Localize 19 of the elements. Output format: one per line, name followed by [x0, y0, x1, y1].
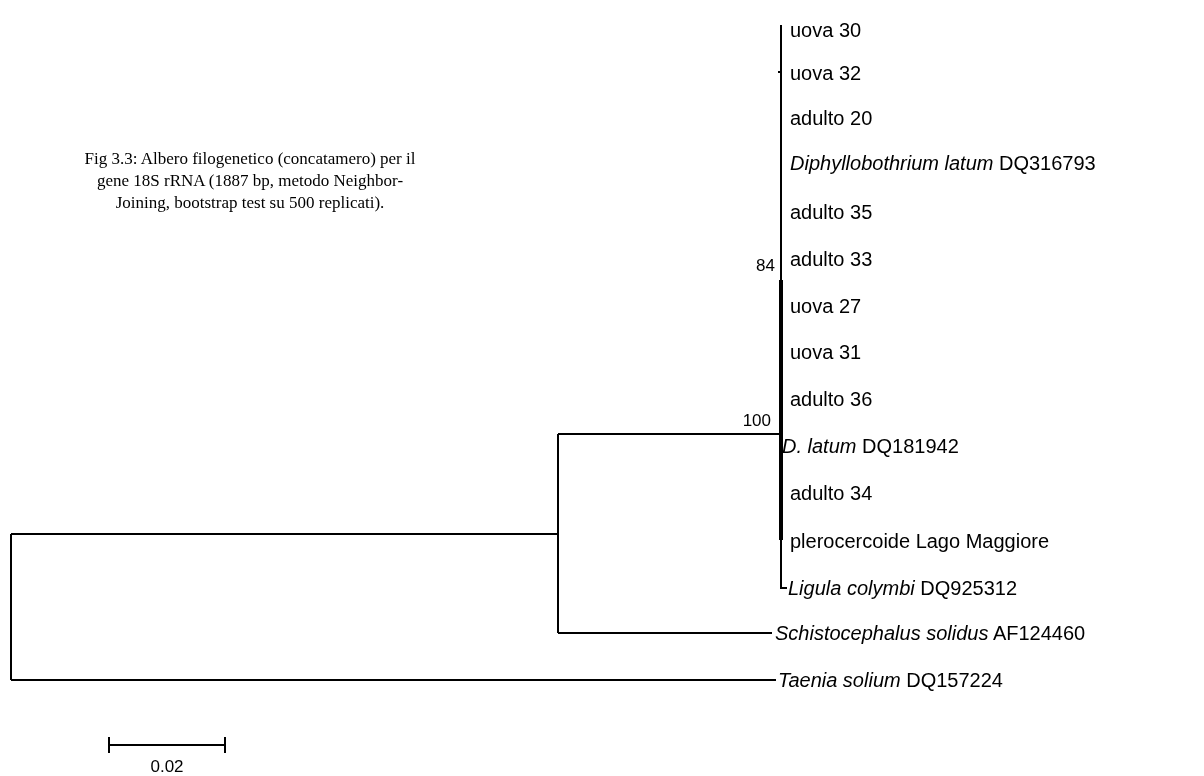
taxon-label: adulto 34 [790, 483, 873, 503]
taxon-label: uova 32 [790, 63, 862, 83]
scale-label: 0.02 [150, 757, 184, 775]
taxon-label: uova 30 [790, 20, 862, 40]
taxon-label: uova 27 [790, 296, 862, 316]
taxon-label: uova 31 [790, 342, 862, 362]
taxon-label: Ligula colymbi DQ925312 [788, 578, 1018, 598]
taxon-label: Taenia solium DQ157224 [778, 670, 1003, 690]
taxon-label: adulto 36 [790, 389, 873, 409]
taxon-label: D. latum DQ181942 [782, 436, 959, 456]
taxon-label: adulto 20 [790, 108, 873, 128]
taxon-label: plerocercoide Lago Maggiore [790, 531, 1050, 551]
bootstrap-value: 84 [756, 256, 775, 274]
taxon-label: adulto 33 [790, 249, 873, 269]
bootstrap-value: 100 [742, 411, 771, 429]
taxon-label: adulto 35 [790, 202, 873, 222]
taxon-label: Schistocephalus solidus AF124460 [775, 623, 1086, 643]
taxon-label: Diphyllobothrium latum DQ316793 [790, 153, 1096, 173]
figure-caption: Fig 3.3: Albero filogenetico (concatamero) per il gene 18S rRNA (1887 bp, metodo Neighbor-Joining, bootstrap test su 500 replicati). [83, 148, 417, 214]
